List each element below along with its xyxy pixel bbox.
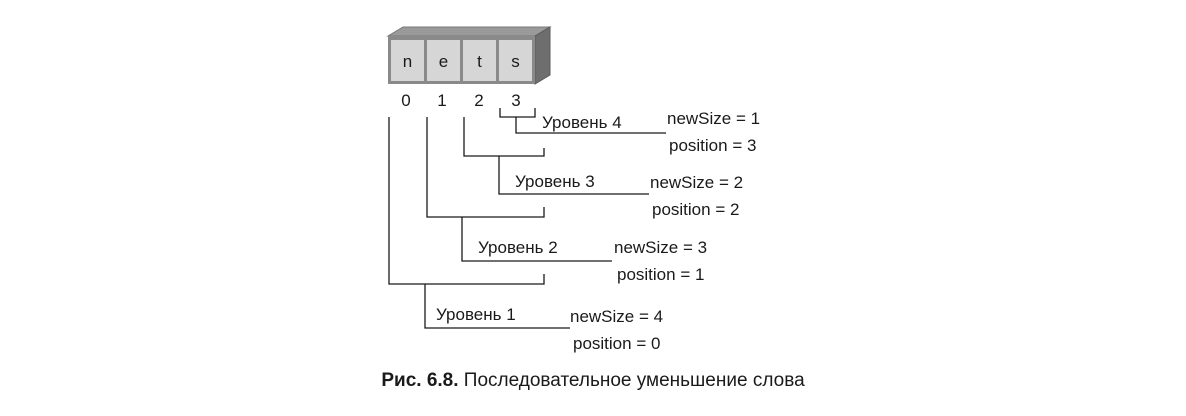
level-3-label: Уровень 3 <box>515 172 595 191</box>
index-2: 2 <box>474 91 483 110</box>
level-1-connector <box>424 284 570 329</box>
letter-n: n <box>403 52 412 71</box>
level-2-newsize: newSize = 3 <box>614 238 707 257</box>
index-1: 1 <box>437 91 446 110</box>
level-4-connector <box>515 117 666 134</box>
level-3-position: position = 2 <box>652 200 739 219</box>
level-4-newsize: newSize = 1 <box>667 109 760 128</box>
letter-cell: t <box>463 40 496 81</box>
level-1-label: Уровень 1 <box>436 305 516 324</box>
letter-e: e <box>439 52 448 71</box>
level-1-bracket <box>388 117 545 285</box>
level-2-label: Уровень 2 <box>478 238 558 257</box>
letter-cell: s <box>499 40 532 81</box>
letter-cell: n <box>391 40 424 81</box>
figure-caption-text: Последовательное уменьшение слова <box>463 370 805 391</box>
letter-s: s <box>511 52 520 71</box>
figure-number: Рис. 6.8. <box>381 370 459 391</box>
word-reduction-diagram: n e t s 0 1 2 3 Уровень 4 Уровень 3 Уров… <box>386 26 760 353</box>
index-3: 3 <box>511 91 520 110</box>
level-4-position: position = 3 <box>669 136 756 155</box>
level-3-connector <box>498 156 649 195</box>
letter-cell: e <box>427 40 460 81</box>
level-1-position: position = 0 <box>573 334 660 353</box>
box-side-face <box>534 26 551 85</box>
figure-caption: Рис. 6.8. Последовательное уменьшение сл… <box>0 370 1186 392</box>
level-2-connector <box>461 217 612 262</box>
level-2-bracket <box>426 117 545 218</box>
level-3-newsize: newSize = 2 <box>650 173 743 192</box>
level-4-bracket <box>499 108 536 118</box>
level-2-position: position = 1 <box>617 265 704 284</box>
level-4-label: Уровень 4 <box>542 113 622 132</box>
index-0: 0 <box>401 91 410 110</box>
letter-t: t <box>477 52 482 71</box>
box-top-face <box>386 26 552 37</box>
level-1-newsize: newSize = 4 <box>570 307 663 326</box>
level-3-bracket <box>463 117 545 157</box>
